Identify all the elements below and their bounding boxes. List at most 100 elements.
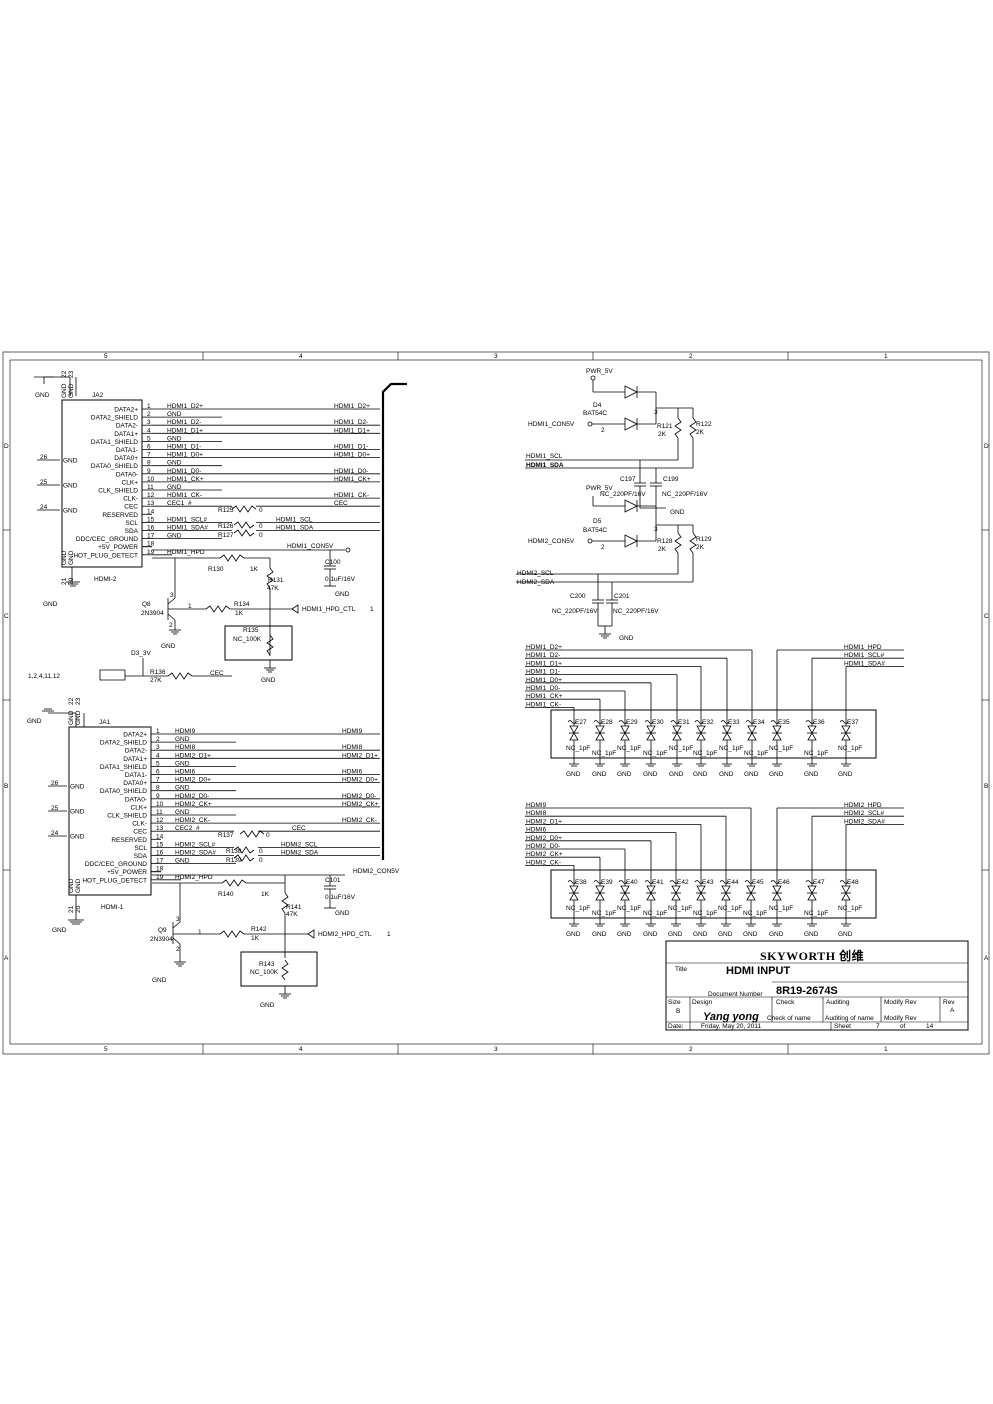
gnd-pin-label: GND	[70, 834, 85, 841]
tvs-diode	[620, 725, 630, 734]
pin-name: DDC/CEC_GROUND	[76, 536, 138, 543]
gnd-pin-label: GND	[70, 784, 85, 791]
transistor-part: 2N3904	[141, 610, 164, 617]
connector-ref: JA2	[92, 392, 104, 399]
gnd-label: GND	[718, 931, 733, 938]
cec-pullup: D3_3V 1,2,4,11,12 R136 27K CEC	[28, 650, 232, 684]
pin-name: DATA1+	[114, 431, 138, 438]
pin-name: SDA	[125, 528, 139, 535]
pin-number: 9	[156, 793, 160, 800]
tvs-ref: E37	[847, 719, 859, 726]
pin-number: 11	[156, 809, 163, 816]
net-label: HDMI2_SDA	[281, 850, 319, 857]
net-label: HDMI1_HPD	[844, 644, 882, 651]
col-label: 5	[104, 1046, 108, 1053]
pin-name: HOT_PLUG_DETECT	[73, 552, 138, 559]
row-label: A	[4, 955, 9, 962]
resistor-ref: R134	[234, 601, 250, 608]
sheet-number: 7	[876, 1023, 880, 1030]
pin-number: 3	[147, 419, 151, 426]
pin-number: 18	[147, 541, 155, 548]
tvs-value: NC_1pF	[743, 910, 767, 917]
capacitor-value: 0.1uF/16V	[325, 576, 356, 583]
net-label: HDMI1_SDA	[276, 525, 314, 532]
esd-mark	[839, 720, 849, 724]
connector-part: HDMI-2	[94, 576, 117, 583]
col-label: 3	[494, 1046, 498, 1053]
pin-number: 26	[51, 780, 59, 787]
tvs-value: NC_1pF	[669, 745, 693, 752]
net-label: PWR_5V	[586, 485, 613, 492]
pin-name: DATA2+	[114, 407, 138, 414]
net-label: HDMI8	[342, 744, 363, 751]
tvs-diode	[569, 725, 579, 734]
resistor-ref: R125	[218, 507, 234, 514]
connector-ref: JA1	[99, 719, 111, 726]
resistor-ref: R143	[259, 961, 275, 968]
esd-array-outline	[550, 709, 877, 759]
tvs-diode	[696, 885, 706, 894]
resistor-value: 2K	[696, 429, 705, 436]
capacitor-value: NC_220PF/16V	[613, 608, 659, 615]
gnd-label: GND	[769, 931, 784, 938]
hdmi1-peripherals: R125 0 R126 0 R127 0 HDMI1_CON5V C100 0.…	[141, 505, 374, 684]
diode-part: BAT54C	[583, 410, 607, 417]
pin-number: 14	[147, 508, 155, 515]
tvs-diode	[696, 732, 706, 741]
resistor-value: 0	[259, 532, 263, 539]
esd-mark	[805, 720, 815, 724]
esd-mark	[593, 720, 603, 724]
net-label: HDMI1_D2-	[334, 419, 368, 426]
gnd-label: GND	[804, 931, 819, 938]
pin-number: 9	[147, 468, 151, 475]
resistor-ref: R136	[150, 669, 166, 676]
net-label: HDMI2_CK+	[526, 851, 563, 858]
net-label: HDMI1_D0+	[167, 452, 203, 459]
pin-name: RESERVED	[102, 512, 138, 519]
pin-name: CLK_SHIELD	[107, 813, 147, 820]
net-label: HDMI1_SCL#	[844, 652, 884, 659]
page-ref: 1	[387, 931, 391, 938]
tvs-value: NC_1pF	[838, 745, 862, 752]
pin-number: 13	[147, 500, 155, 507]
net-label: HDMI1_CON5V	[528, 421, 575, 428]
designer-signature: Yang yong	[703, 1011, 759, 1023]
pin-number: 2	[601, 427, 605, 434]
tvs-diode	[747, 732, 757, 741]
net-label: HDMI1_D0-	[167, 468, 201, 475]
net-label: HDMI2_HPD_CTL	[318, 931, 372, 938]
tvs-diode	[841, 892, 851, 901]
net-label: HDMI2_SDA#	[175, 850, 216, 857]
resistor-ref: R137	[218, 832, 234, 839]
diode-ref: D4	[593, 402, 602, 409]
net-label: GND	[167, 460, 182, 467]
resistor-ref: R126	[218, 523, 234, 530]
net-label: HDMI1_D2+	[167, 403, 203, 410]
gnd-symbol	[68, 895, 84, 925]
pin-number: 23	[75, 697, 82, 705]
tvs-value: NC_1pF	[693, 750, 717, 757]
gnd-symbol	[66, 567, 80, 587]
resistor-ref: R121	[657, 423, 673, 430]
gnd-label: GND	[617, 931, 632, 938]
tvs-value: NC_1pF	[592, 750, 616, 757]
net-label: HDMI2_SCL	[281, 841, 318, 848]
tvs-value: NC_1pF	[566, 905, 590, 912]
pin-name: CEC	[133, 829, 147, 836]
date-value: Friday, May 20, 2011	[701, 1023, 761, 1030]
capacitor-ref: C100	[325, 559, 341, 566]
net-label: HDMI1_D1-	[334, 444, 368, 451]
resistor-value: 1K	[261, 891, 270, 898]
gnd-label: GND	[152, 977, 167, 984]
pin-number: 19	[147, 549, 155, 556]
pin-number: 12	[156, 817, 164, 824]
resistor-ref: R141	[286, 904, 302, 911]
ddc-block-1: PWR_5V D4 BAT54C HDMI1_CON5V 2 3 R121 2K…	[525, 368, 712, 516]
net-label: HDMI2_SDA	[517, 579, 555, 586]
esd-mark	[720, 720, 730, 724]
gnd-label: GND	[838, 771, 853, 778]
gnd-label: GND	[719, 771, 734, 778]
pin-number: 1	[198, 929, 202, 936]
tvs-diode	[746, 892, 756, 901]
